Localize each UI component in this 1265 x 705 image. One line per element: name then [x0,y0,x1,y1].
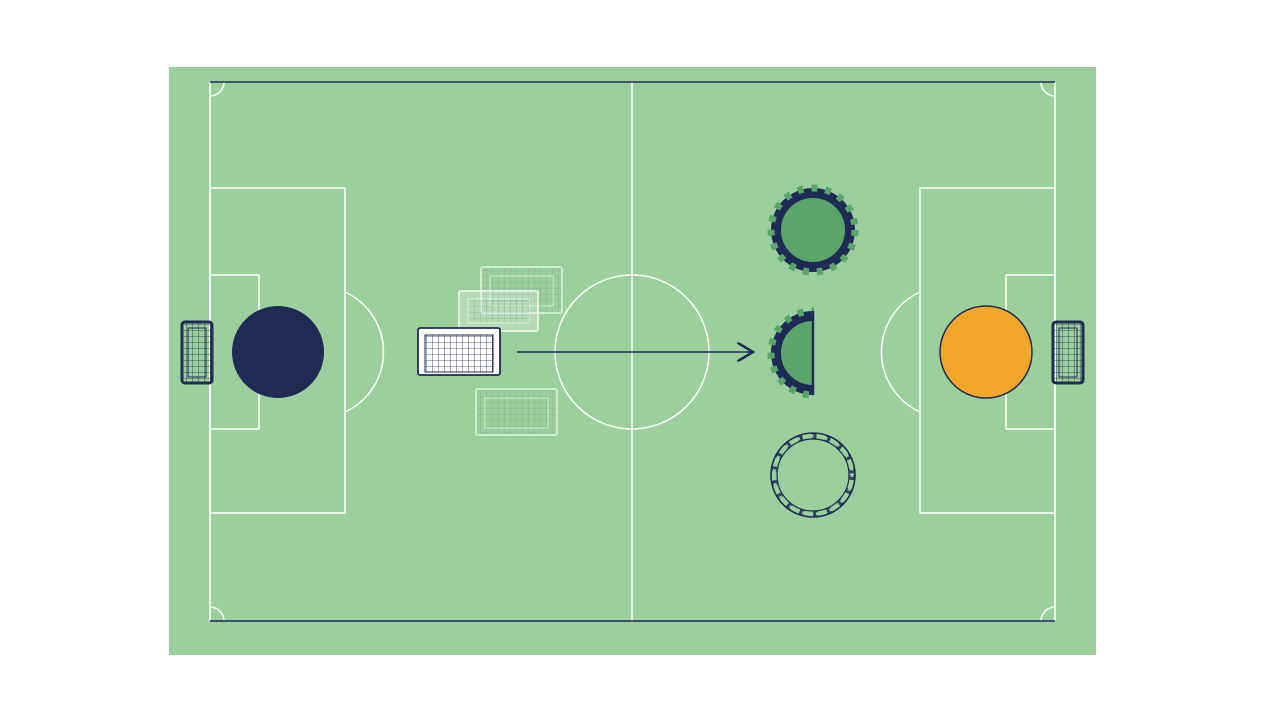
left-penalty-arc [344,291,385,413]
home-token[interactable] [232,306,324,398]
corner-arc-tr [1040,81,1056,97]
left-goal-icon [180,320,214,385]
empty-chip-icon[interactable] [770,432,856,518]
right-penalty-arc [880,291,921,413]
ghost-goal-icon [458,290,539,332]
moving-goal-icon[interactable] [417,327,501,376]
corner-arc-tl [209,81,225,97]
corner-arc-br [1040,606,1056,622]
ghost-goal-icon [475,388,558,436]
corner-arc-bl [209,606,225,622]
full-chip-icon[interactable] [767,184,859,276]
right-goal-icon [1051,320,1085,385]
away-token[interactable] [939,305,1033,399]
